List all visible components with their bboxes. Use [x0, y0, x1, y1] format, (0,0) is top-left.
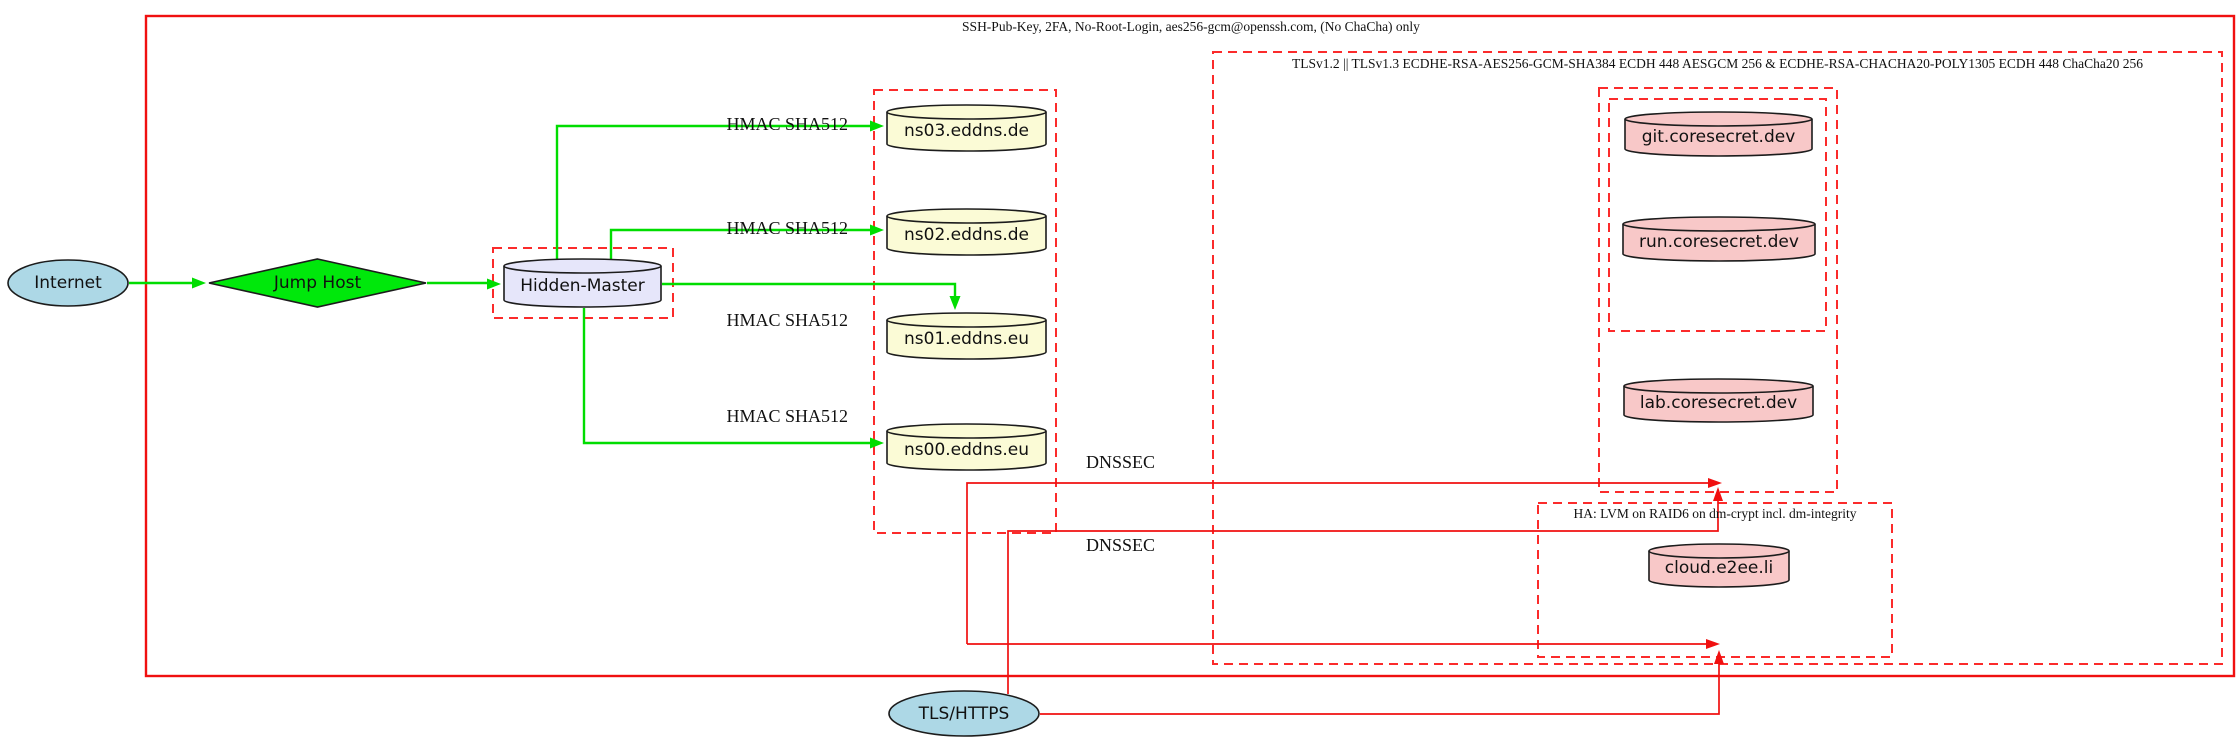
arrowhead-tlshttps-ha	[1714, 650, 1724, 664]
edge-label-dnssec-ha: DNSSEC	[1086, 535, 1156, 555]
green-edges	[129, 124, 957, 445]
arrowhead-jumphost	[192, 277, 206, 289]
node-ns01-label: ns01.eddns.eu	[904, 328, 1029, 349]
arrowhead-hiddenmaster	[487, 278, 501, 290]
node-run-label: run.coresecret.dev	[1639, 231, 1799, 252]
node-ns02-label: ns02.eddns.de	[904, 224, 1029, 245]
node-hidden-master: Hidden-Master	[503, 258, 662, 308]
red-edges	[966, 482, 1720, 715]
cluster-ssh-label: SSH-Pub-Key, 2FA, No-Root-Login, aes256-…	[962, 19, 1420, 34]
edge-label-dnssec-coresecret: DNSSEC	[1086, 452, 1156, 472]
node-hidden-master-label: Hidden-Master	[520, 275, 645, 296]
red-arrowheads	[1706, 478, 1724, 664]
arrowhead-ns03	[870, 120, 884, 132]
edge-tlshttps-ha	[1040, 662, 1720, 715]
arrowhead-tlshttps-coresecret	[1713, 487, 1723, 501]
node-jump-host-label: Jump Host	[273, 273, 362, 293]
node-cloud: cloud.e2ee.li	[1648, 543, 1790, 588]
edge-hiddenmaster-ns03	[555, 124, 870, 260]
node-internet: Internet	[7, 259, 129, 307]
edge-hiddenmaster-ns01	[662, 282, 957, 296]
edge-label-hmac-ns02: HMAC SHA512	[726, 218, 848, 238]
cluster-ssh-box	[144, 14, 2236, 678]
edge-label-hmac-ns01: HMAC SHA512	[726, 310, 848, 330]
node-git: git.coresecret.dev	[1624, 111, 1813, 157]
arrowhead-dnssec-ha	[1706, 639, 1720, 649]
edge-tlshttps-coresecret	[1007, 499, 1719, 694]
cluster-nameservers-box	[873, 89, 1057, 534]
edge-label-hmac-ns00: HMAC SHA512	[726, 406, 848, 426]
arrowhead-ns01	[949, 296, 961, 310]
node-lab: lab.coresecret.dev	[1623, 378, 1814, 423]
edge-label-hmac-ns03: HMAC SHA512	[726, 114, 848, 134]
cluster-coresecret-inner-box	[1608, 98, 1827, 332]
cluster-ha-label: HA: LVM on RAID6 on dm-crypt incl. dm-in…	[1573, 506, 1857, 521]
node-ns00-label: ns00.eddns.eu	[904, 439, 1029, 460]
node-cloud-label: cloud.e2ee.li	[1664, 558, 1774, 578]
node-internet-label: Internet	[34, 273, 102, 293]
edge-hiddenmaster-ns00	[582, 308, 870, 445]
cluster-coresecret-outer-box	[1598, 87, 1838, 493]
edge-hiddenmaster-ns02	[609, 228, 870, 260]
green-arrowheads	[192, 120, 961, 449]
arrowhead-ns02	[870, 224, 884, 236]
node-ns01: ns01.eddns.eu	[886, 312, 1047, 360]
node-jump-host: Jump Host	[208, 258, 427, 308]
node-ns03-label: ns03.eddns.de	[904, 120, 1029, 141]
arrowhead-dnssec-coresecret	[1708, 478, 1722, 488]
node-ns02: ns02.eddns.de	[886, 208, 1047, 256]
node-ns00: ns00.eddns.eu	[886, 423, 1047, 471]
cluster-tls-label: TLSv1.2 || TLSv1.3 ECDHE-RSA-AES256-GCM-…	[1292, 56, 2143, 71]
node-tls-https-label: TLS/HTTPS	[918, 703, 1010, 724]
node-run: run.coresecret.dev	[1622, 216, 1816, 262]
cluster-ha-box	[1537, 502, 1893, 658]
node-git-label: git.coresecret.dev	[1641, 126, 1796, 147]
node-ns03: ns03.eddns.de	[886, 104, 1047, 152]
edge-dnssec-coresecret	[966, 482, 1709, 644]
arrowhead-ns00	[870, 437, 884, 449]
node-lab-label: lab.coresecret.dev	[1639, 393, 1798, 413]
node-tls-https: TLS/HTTPS	[888, 690, 1040, 737]
